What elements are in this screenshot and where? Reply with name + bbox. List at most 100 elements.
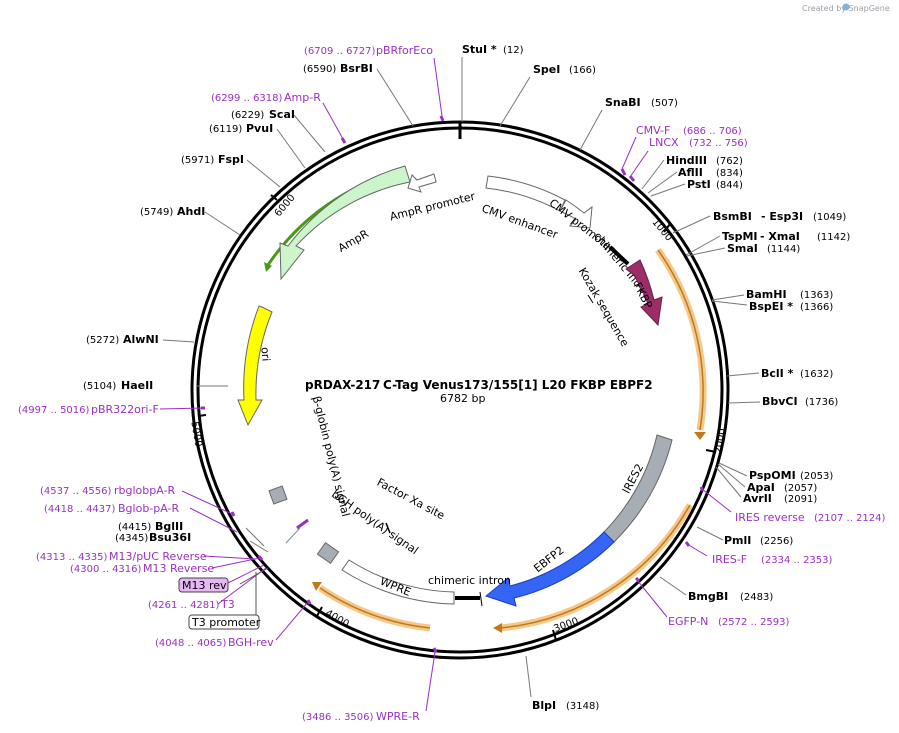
feature-cmv-enhancer: CMV enhancer xyxy=(480,202,560,242)
enzyme-bglII: BglII xyxy=(155,520,183,533)
tick-1000: 1000 xyxy=(649,217,674,244)
tick-5000-mark xyxy=(197,414,207,417)
enzyme-ahdI-pos: (5749) xyxy=(140,207,173,218)
enzyme-hindIII-pos: (762) xyxy=(716,156,743,167)
enzyme-smaI-pos: (1144) xyxy=(767,244,800,255)
primer-lncx: LNCX xyxy=(649,136,679,149)
tick-2000-mark xyxy=(705,449,717,453)
primer-mark-bgh-rev xyxy=(306,599,312,605)
enzyme-bclI-pos: (1632) xyxy=(800,369,833,380)
snapgene-logo-icon xyxy=(842,3,850,11)
feature-ampR: AmpR xyxy=(336,227,371,255)
enzyme-bsmBI-pos: (1049) xyxy=(813,212,846,223)
tick-6000-mark xyxy=(270,194,278,201)
orf-arrow-wpre xyxy=(312,582,322,591)
primer-leaders xyxy=(159,57,732,712)
primer-t3: T3 xyxy=(220,598,235,611)
chimeric-intron-top-cap xyxy=(604,243,611,251)
enzyme-bamHI-pos: (1363) xyxy=(800,290,833,301)
primer-lncx-range: (732 .. 756) xyxy=(689,138,748,149)
feature-ori: ori xyxy=(258,347,272,362)
plasmid-name: pRDAX-217 xyxy=(305,378,380,392)
enzyme-smaI: SmaI xyxy=(727,242,758,255)
enzyme-bsrBI: BsrBI xyxy=(340,62,373,75)
enzyme-bspEI: BspEI * xyxy=(749,300,793,313)
primer-bgh-rev: BGH-rev xyxy=(228,636,274,649)
tick-5000: 5000 xyxy=(188,421,203,448)
wpre-box xyxy=(341,559,455,605)
primer-mark-wpre-r xyxy=(432,647,438,653)
orf-line-ebfp2 xyxy=(499,504,691,629)
enzyme-pstI-pos: (844) xyxy=(716,180,743,191)
enzyme-pmlI: PmlI xyxy=(724,534,751,547)
backbone xyxy=(190,120,730,660)
m13-rev-label: M13 rev xyxy=(182,579,227,592)
primer-egfp-n-range: (2572 .. 2593) xyxy=(718,617,790,628)
chimeric-intron-top-bar xyxy=(608,245,630,266)
ebfp2-arrow xyxy=(484,531,615,607)
watermark: Created by SnapGene xyxy=(802,3,890,13)
primer-mark-pBRforEco xyxy=(439,115,445,122)
primer-egfp-n: EGFP-N xyxy=(668,615,708,628)
primer-m13-reverse: M13 Reverse xyxy=(143,562,214,575)
chimeric-intron-bottom-cap xyxy=(479,591,483,607)
enzyme-bsmBI: BsmBI xyxy=(713,210,752,223)
plasmid-description: C-Tag Venus173/155[1] L20 FKBP EBPF2 xyxy=(383,378,653,392)
backbone-outer-strand xyxy=(190,120,730,660)
enzyme-speI: SpeI xyxy=(533,63,560,76)
enzyme-blpI-pos: (3148) xyxy=(566,701,599,712)
enzyme-snaBI-pos: (507) xyxy=(651,98,678,109)
enzyme-stuI-pos: (12) xyxy=(503,45,524,56)
primer-m13-puc-reverse-range: (4313 .. 4335) xyxy=(36,552,108,563)
tick-4000-mark xyxy=(316,606,323,617)
ori-arrow xyxy=(237,305,273,427)
enzyme-pspOMI: PspOMI xyxy=(749,469,796,482)
enzyme-bbvCI: BbvCI xyxy=(762,395,798,408)
primer-ires-reverse-range: (2107 .. 2124) xyxy=(814,513,886,524)
enzyme-avrII: AvrII xyxy=(743,492,772,505)
enzyme-pspOMI-pos: (2053) xyxy=(800,471,833,482)
m13-rev-box xyxy=(178,577,229,593)
enzyme-xmaI: - XmaI xyxy=(760,230,800,243)
ampR-promoter-arrow xyxy=(407,173,437,193)
primer-pBRforEco: pBRforEco xyxy=(376,44,433,57)
enzyme-bsu36I-pos: (4345) xyxy=(115,533,148,544)
enzyme-ahdI: AhdI xyxy=(177,205,205,218)
orf-line-wpre xyxy=(319,587,431,629)
enzyme-alwNI-pos: (5272) xyxy=(86,335,119,346)
enzyme-avrII-pos: (2091) xyxy=(784,494,817,505)
beta-globin-polyA-box xyxy=(268,485,288,505)
tick-1000-mark xyxy=(663,223,671,233)
enzyme-pmlI-pos: (2256) xyxy=(760,536,793,547)
enzyme-bglII-pos: (4415) xyxy=(118,522,151,533)
enzyme-pstI: PstI xyxy=(687,178,711,191)
enzyme-fspI-pos: (5971) xyxy=(181,155,214,166)
tick-2000: 2000 xyxy=(713,428,728,455)
factor-xa-mark xyxy=(385,522,391,534)
fkbp-arrow xyxy=(625,259,663,327)
primer-mark-cmv-f xyxy=(620,168,627,176)
enzyme-blpI: BlpI xyxy=(532,699,556,712)
primer-pbr322ori-f: pBR322ori-F xyxy=(91,403,159,416)
primer-wpre-r: WPRE-R xyxy=(376,710,420,723)
enzyme-aflII-pos: (834) xyxy=(716,168,743,179)
enzyme-pvuI-pos: (6119) xyxy=(209,124,242,135)
primer-bgh-rev-range: (4048 .. 4065) xyxy=(155,638,227,649)
enzyme-bsu36I: Bsu36I xyxy=(149,531,191,544)
kozak-mark xyxy=(587,294,594,304)
primer-rbglobpa-r-range: (4537 .. 4556) xyxy=(40,486,112,497)
enzyme-scaI: ScaI xyxy=(269,108,295,121)
primer-amp-r: Amp-R xyxy=(284,91,321,104)
enzyme-fspI: FspI xyxy=(218,153,244,166)
enzyme-pvuI: PvuI xyxy=(246,122,273,135)
enzyme-aflII: AflII xyxy=(678,166,703,179)
box-leaders xyxy=(239,567,269,618)
primer-amp-r-range: (6299 .. 6318) xyxy=(211,93,283,104)
primer-ires-f: IRES-F xyxy=(712,553,747,566)
enzyme-tspMI-pos: (1142) xyxy=(817,232,850,243)
primer-pbr322ori-f-range: (4997 .. 5016) xyxy=(18,405,90,416)
enzyme-bamHI: BamHI xyxy=(746,288,787,301)
enzyme-snaBI: SnaBI xyxy=(605,96,641,109)
ampR-arrow xyxy=(279,165,411,281)
enzyme-haeII: HaeII xyxy=(121,379,153,392)
